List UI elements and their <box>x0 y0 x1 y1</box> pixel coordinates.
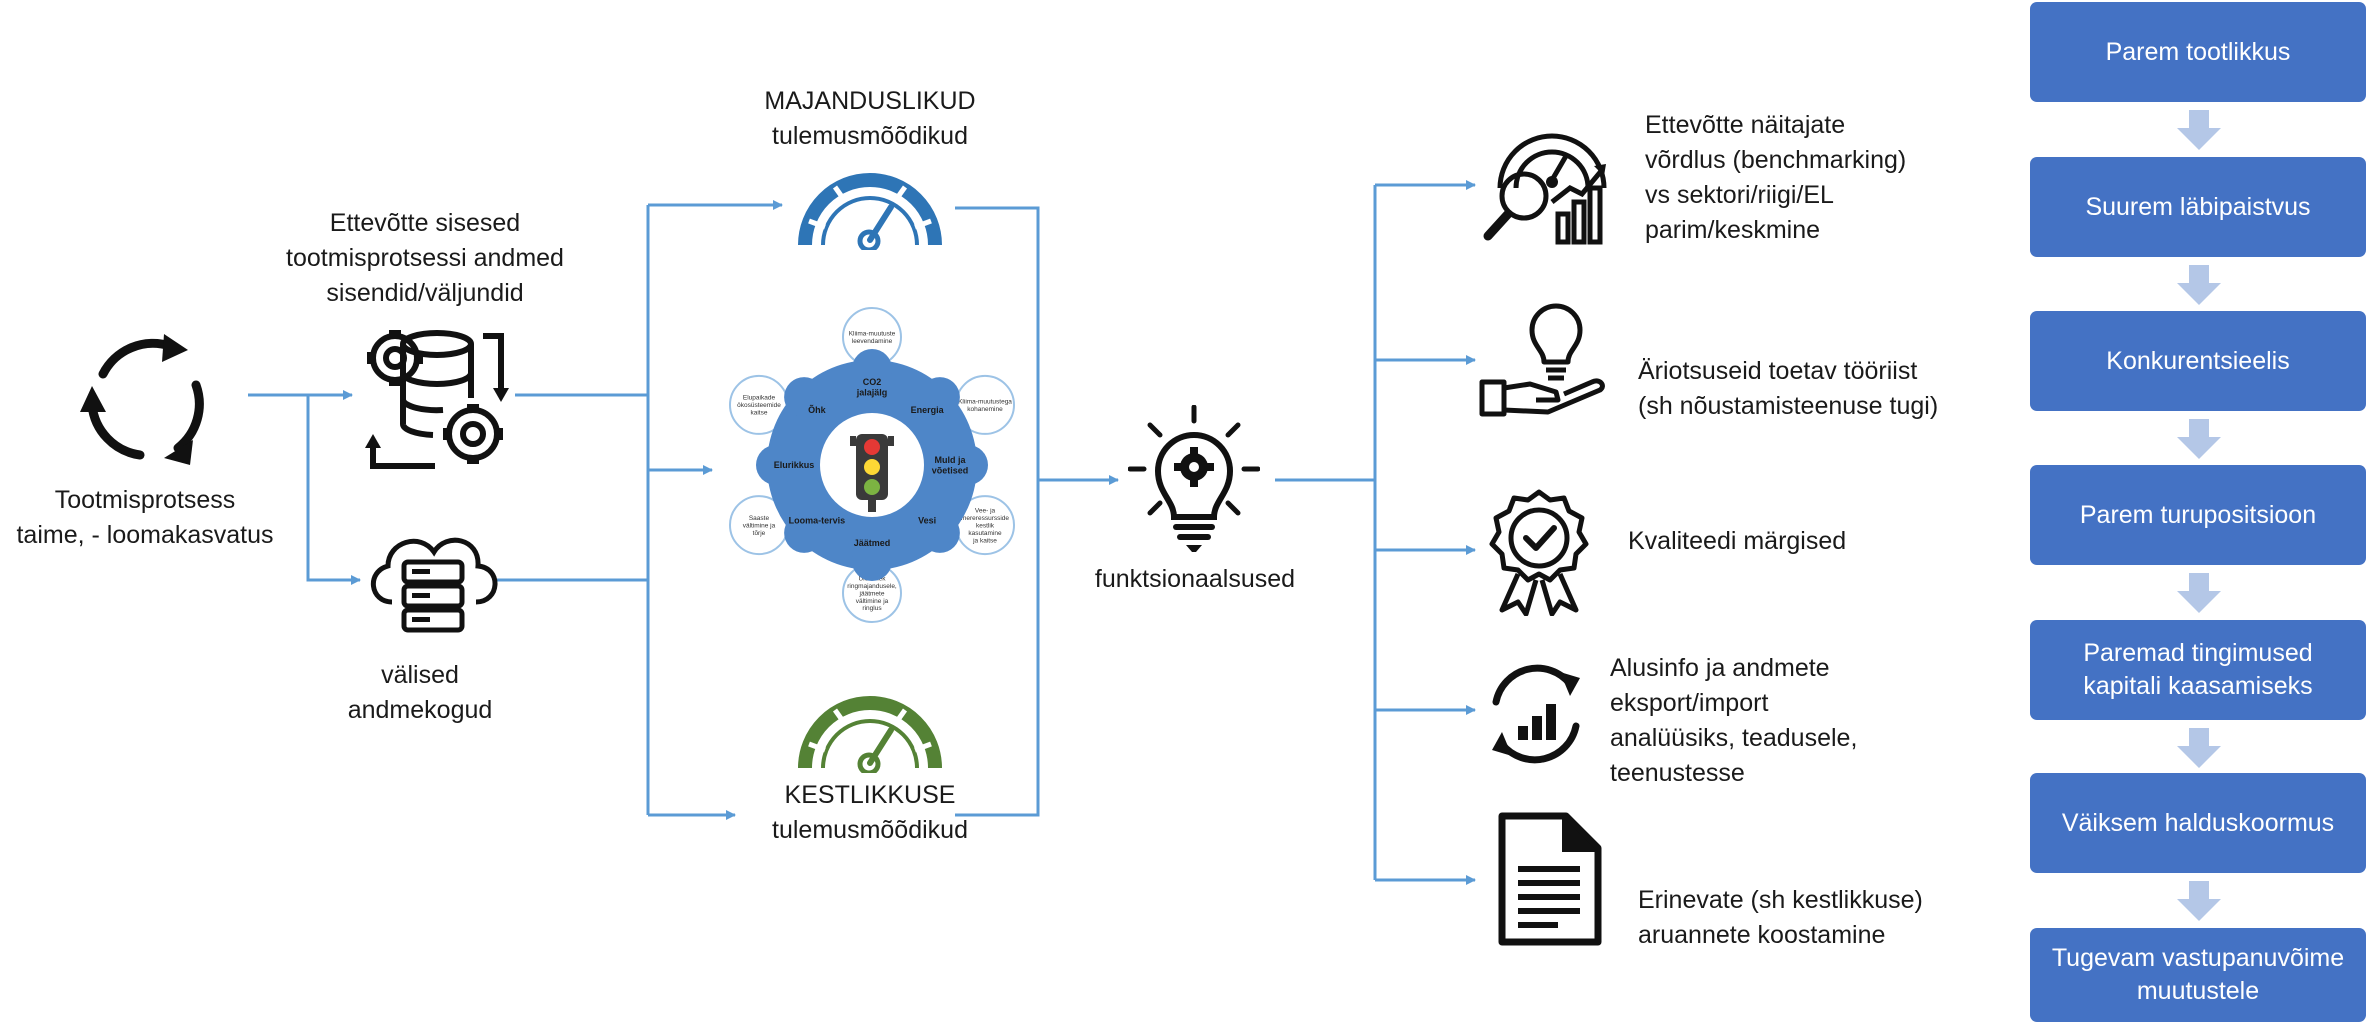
benefit-box: Suurem läbipaistvus <box>2030 157 2366 257</box>
external-label-line1: välised <box>381 661 459 689</box>
wheel-hub-bump <box>919 377 960 418</box>
wheel-hub-label: Õhk <box>808 405 826 415</box>
benefit-label: Väiksem halduskoormus <box>2061 808 2335 837</box>
output-1-line2: võrdlus (benchmarking) <box>1645 146 1907 174</box>
output-4-line1: Alusinfo ja andmete <box>1610 654 1830 682</box>
benchmark-analytics-icon <box>1483 133 1607 245</box>
process-label-line1: Tootmisprotsess <box>54 486 236 514</box>
internal-label-line3: sisendid/väljundid <box>326 279 524 307</box>
output-1-line1: Ettevõtte näitajate <box>1645 111 1846 139</box>
cloud-server-icon <box>370 537 498 633</box>
process-label: Tootmisprotsess taime, - loomakasvatus <box>10 483 280 553</box>
economic-metrics-label: MAJANDUSLIKUD tulemusmõõdikud <box>735 84 1005 154</box>
external-data-label: välised andmekogud <box>320 658 520 728</box>
wheel-hub-label: Energia <box>911 405 945 415</box>
down-arrow-icon <box>2177 728 2221 768</box>
wheel-hub-bump <box>756 445 796 485</box>
sustainability-metrics-label: KESTLIKKUSE tulemusmõõdikud <box>735 778 1005 848</box>
benefit-box: Parem tootlikkus <box>2030 2 2366 102</box>
center-label: funktsionaalsused <box>1094 565 1296 593</box>
output-1-line4: parim/keskmine <box>1645 216 1821 244</box>
wheel-hub-bump <box>852 349 892 389</box>
lightbulb-gear-icon <box>1128 405 1260 552</box>
output-3-line1: Kvaliteedi märgised <box>1628 527 1847 555</box>
output-reports: Erinevate (sh kestlikkuse) aruannete koo… <box>1638 883 1923 953</box>
process-label-line2: taime, - loomakasvatus <box>16 521 274 549</box>
benefit-label: Parem turupositsioon <box>2079 500 2317 529</box>
sustainability-label-line1: KESTLIKKUSE <box>784 781 956 809</box>
quality-badge-icon <box>1489 489 1589 616</box>
output-benchmarking: Ettevõtte näitajate võrdlus (benchmarkin… <box>1645 108 1906 248</box>
cycle-icon <box>80 334 204 465</box>
data-sync-icon <box>1492 664 1580 764</box>
report-document-icon <box>1498 812 1602 946</box>
output-2-line2: (sh nõustamisteenuse tugi) <box>1638 392 1939 420</box>
benefit-box: Väiksem halduskoormus <box>2030 773 2366 873</box>
internal-data-label: Ettevõtte sisesed tootmisprotsessi andme… <box>280 206 570 311</box>
benefit-label: Paremad tingimused <box>2083 639 2313 667</box>
internal-label-line1: Ettevõtte sisesed <box>329 209 521 237</box>
economic-gauge-icon <box>798 173 942 250</box>
benefit-label: kapitali kaasamiseks <box>2083 672 2313 700</box>
economic-label-line1: MAJANDUSLIKUD <box>764 87 976 115</box>
wheel-hub-label: Jäätmed <box>854 538 891 548</box>
output-4-line2: eksport/import <box>1610 689 1769 717</box>
benefit-box: Konkurentsieelis <box>2030 311 2366 411</box>
benefit-box: Parem turupositsioon <box>2030 465 2366 565</box>
external-label-line2: andmekogud <box>347 696 493 724</box>
output-decision-support: Äriotsuseid toetav tööriist (sh nõustami… <box>1638 354 1938 424</box>
connector-to-external <box>306 395 361 585</box>
down-arrow-icon <box>2177 419 2221 459</box>
benefit-label: Suurem läbipaistvus <box>2085 192 2311 221</box>
down-arrow-icon <box>2177 573 2221 613</box>
output-5-line1: Erinevate (sh kestlikkuse) <box>1638 886 1923 914</box>
wheel-hub-label: Vesi <box>918 515 936 525</box>
output-1-line3: vs sektori/riigi/EL <box>1645 181 1834 209</box>
wheel-hub-bump <box>852 541 892 581</box>
benefit-label: Parem tootlikkus <box>2105 37 2291 66</box>
benefit-box: Tugevam vastupanuvõime muutustele <box>2030 928 2366 1022</box>
gears-database-icon <box>365 330 509 469</box>
benefit-label: Tugevam vastupanuvõime <box>2051 944 2345 972</box>
wheel-hub-bump <box>784 512 825 553</box>
connector-trunk-right <box>955 206 1040 817</box>
output-5-line2: aruannete koostamine <box>1638 921 1886 949</box>
output-4-line3: analüüsiks, teadusele, <box>1610 724 1858 752</box>
internal-label-line2: tootmisprotsessi andmed <box>286 244 564 272</box>
output-2-line1: Äriotsuseid toetav tööriist <box>1638 357 1918 385</box>
traffic-light-icon <box>850 434 894 512</box>
benefit-box: Paremad tingimused kapitali kaasamiseks <box>2030 620 2366 720</box>
output-data-export: Alusinfo ja andmete eksport/import analü… <box>1610 651 1857 791</box>
wheel-hub-bump <box>948 445 988 485</box>
sustainability-gauge-icon <box>798 696 942 773</box>
wheel-hub-label: Elurikkus <box>774 460 815 470</box>
down-arrow-icon <box>2177 881 2221 921</box>
sustainability-label-line2: tulemusmõõdikud <box>772 816 968 844</box>
benefit-label: muutustele <box>2136 977 2260 1005</box>
output-quality-labels: Kvaliteedi märgised <box>1628 524 1846 559</box>
wheel-hub-bump <box>919 512 960 553</box>
benefit-label: Konkurentsieelis <box>2106 346 2290 375</box>
wheel-hub-label: Looma-tervis <box>789 515 846 525</box>
down-arrow-icon <box>2177 265 2221 305</box>
down-arrow-icon <box>2177 110 2221 150</box>
wheel-hub-bump <box>784 377 825 418</box>
output-4-line4: teenustesse <box>1610 759 1745 787</box>
economic-label-line2: tulemusmõõdikud <box>772 122 968 150</box>
hand-lightbulb-icon <box>1479 303 1605 417</box>
